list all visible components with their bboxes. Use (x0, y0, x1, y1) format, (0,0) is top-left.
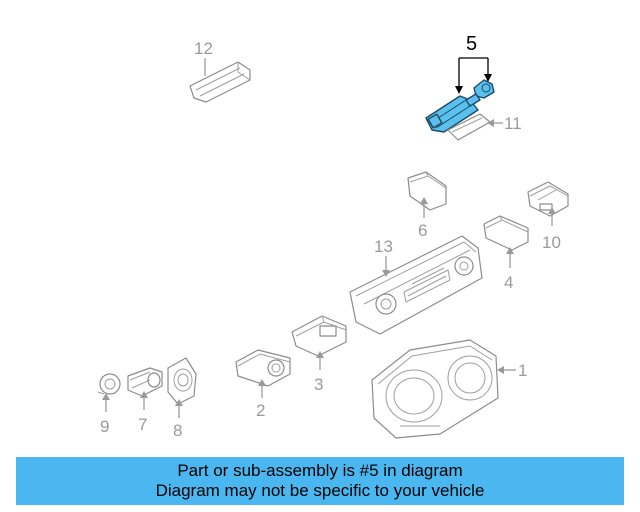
part-2 (235, 349, 291, 387)
part-9 (97, 373, 121, 395)
part-10 (527, 181, 569, 217)
callout-2: 2 (256, 401, 265, 420)
callout-8: 8 (173, 421, 182, 440)
callout-11: 11 (504, 114, 522, 133)
part-13 (349, 235, 483, 335)
info-banner: Part or sub-assembly is #5 in diagram Di… (16, 457, 624, 505)
part-7 (127, 367, 163, 397)
callout-9: 9 (100, 417, 109, 436)
callout-7: 7 (138, 415, 147, 434)
callout-3: 3 (314, 375, 323, 394)
part-1 (371, 339, 499, 439)
callout-12: 12 (194, 39, 213, 58)
callout-13: 13 (374, 237, 393, 256)
part-12 (189, 61, 251, 103)
part-8 (167, 357, 197, 405)
part-3 (291, 315, 347, 357)
part-6 (407, 171, 447, 211)
callout-5: 5 (466, 33, 477, 55)
callout-1: 1 (518, 361, 527, 380)
banner-line-1: Part or sub-assembly is #5 in diagram (177, 461, 463, 480)
part-4 (483, 215, 529, 251)
part-5[interactable] (425, 79, 495, 133)
callout-4: 4 (504, 273, 513, 292)
banner-line-2: Diagram may not be specific to your vehi… (155, 481, 485, 500)
callout-10: 10 (542, 233, 561, 252)
callout-6: 6 (418, 221, 427, 240)
